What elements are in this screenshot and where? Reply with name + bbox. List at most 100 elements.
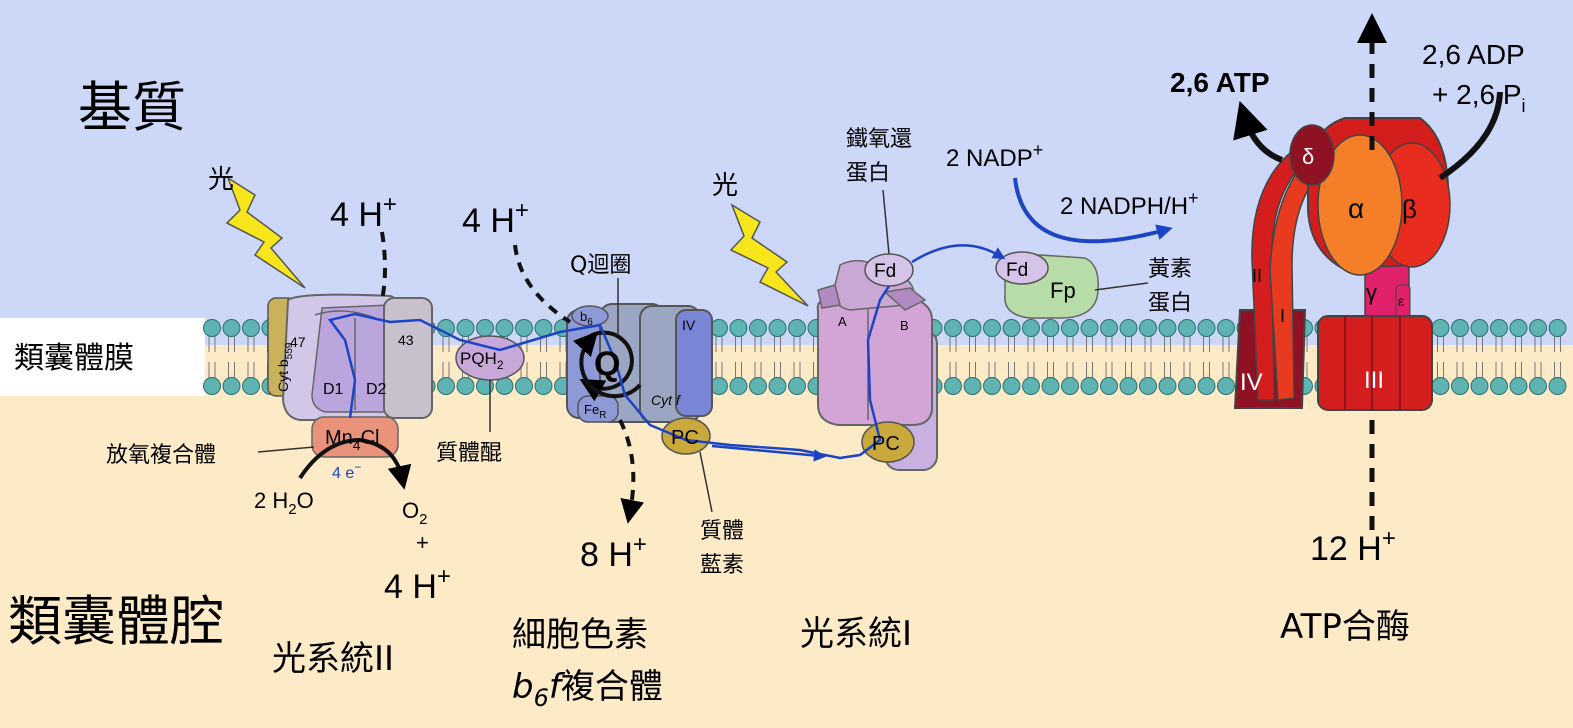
light-label-psi: 光 <box>712 171 738 201</box>
water-label: 2 H2O <box>254 488 314 518</box>
pi-label: + 2,6 Pi <box>1432 79 1526 116</box>
psi-a-label: A <box>838 314 847 329</box>
lipid-head <box>944 319 962 337</box>
lipid-head <box>1158 319 1177 337</box>
lipid-head <box>963 377 982 395</box>
gamma-label: γ <box>1366 280 1377 305</box>
electron-path <box>327 285 891 460</box>
lipid-head <box>1119 377 1138 395</box>
psii-name: 光系統II <box>272 639 394 679</box>
lipid-head <box>944 377 962 395</box>
lipid-head <box>1100 377 1118 395</box>
lipid-head <box>1022 319 1040 337</box>
q-cycle-label: Q迴圈 <box>570 253 631 278</box>
plastocyanin-line1: 質體 <box>700 519 744 544</box>
electron-arrow-pc <box>711 444 827 462</box>
lipid-head <box>1061 319 1079 337</box>
lipid-head <box>1431 319 1450 337</box>
lipid-head <box>456 319 475 337</box>
b6f-h-out-arrow <box>618 419 645 524</box>
psi-complex <box>816 290 933 426</box>
oec-label: 放氧複合體 <box>106 443 216 468</box>
b6f-h-out-label: 8 H+ <box>580 531 647 574</box>
plastocyanin-1 <box>661 417 711 455</box>
lipid-head <box>1178 319 1196 337</box>
lipid-head <box>1041 377 1060 395</box>
lipid-head <box>983 319 1001 337</box>
atp-iv-label: IV <box>1240 369 1263 396</box>
c-ring-iii <box>1317 315 1433 411</box>
delta-subunit <box>1289 124 1335 186</box>
water-splitting-arrow <box>298 437 412 490</box>
lipid-head <box>983 377 1001 395</box>
plastocyanin-2 <box>861 421 915 463</box>
b6f-name-line1: 細胞色素 <box>512 615 648 655</box>
lipid-head <box>1041 319 1060 337</box>
lipid-head <box>1139 319 1157 337</box>
fe-s-label: FeR <box>584 402 606 421</box>
light-bolt-psii <box>225 176 306 289</box>
photosystem-ii <box>267 293 433 458</box>
lipid-head <box>1490 319 1508 337</box>
q-label: Q <box>594 345 620 383</box>
psii-h-out-label: 4 H+ <box>384 563 451 606</box>
electron-arrow-fd <box>911 244 1006 264</box>
lipid-head <box>437 377 455 395</box>
b6-label: b6 <box>580 309 593 328</box>
atp-i-label: I <box>1280 306 1285 326</box>
lipid-head <box>222 319 241 337</box>
ferredoxin-line1: 鐵氧還 <box>846 127 912 152</box>
lipid-head <box>1451 377 1469 395</box>
lipid-head <box>710 377 728 395</box>
lipid-head <box>203 377 221 395</box>
lipid-head <box>1022 377 1040 395</box>
lipid-head <box>1548 377 1567 395</box>
lipid-head <box>768 319 787 337</box>
lipid-head <box>1061 377 1079 395</box>
atp-release-arrow <box>1233 100 1284 163</box>
flavoprotein-line2: 蛋白 <box>1148 291 1192 316</box>
lipid-head <box>1139 377 1157 395</box>
o2-plus: + <box>416 530 429 555</box>
lipid-head <box>1100 319 1118 337</box>
lipid-head <box>1197 377 1216 395</box>
lipid-head <box>1451 319 1469 337</box>
psii-h-in-arrow <box>380 231 387 301</box>
lipid-head <box>495 319 514 337</box>
lipid-head <box>515 377 533 395</box>
lumen-label: 類囊體腔 <box>8 590 224 653</box>
b6f-name-line2: b6f複合體 <box>512 667 663 712</box>
psii-47-label: 47 <box>290 334 306 350</box>
alpha-label: α <box>1348 193 1364 224</box>
lipid-head <box>1002 319 1021 337</box>
lipid-head <box>476 319 494 337</box>
lipid-head <box>1529 377 1547 395</box>
lipid-head <box>1002 377 1021 395</box>
nadp-label: 2 NADP+ <box>946 140 1043 172</box>
nadp-reduction-arrow <box>1013 177 1173 244</box>
cyt-b559-label: Cyt b559 <box>275 342 295 392</box>
fnr-fd-label: Fd <box>1006 260 1028 281</box>
q-cycle-arrow-2 <box>573 331 642 399</box>
lipid-head <box>1217 319 1235 337</box>
ferredoxin-line2: 蛋白 <box>846 161 890 186</box>
lumen-region <box>0 345 1573 723</box>
atp-synthase <box>1233 117 1451 411</box>
plastoquinone-label: 質體醌 <box>436 441 502 466</box>
mn-cluster-label: Mn4Cl <box>325 427 379 453</box>
alpha-subunit <box>1317 134 1403 276</box>
atp-iii-label: III <box>1364 367 1384 394</box>
lipid-head <box>1080 377 1099 395</box>
fp-label: Fp <box>1050 278 1076 303</box>
adp-label: 2,6 ADP <box>1422 39 1525 70</box>
epsilon-label: ε <box>1398 293 1404 309</box>
lipid-head <box>1197 319 1216 337</box>
membrane-label-box <box>0 318 205 396</box>
atp-label: 2,6 ATP <box>1170 67 1270 98</box>
fnr-fd <box>995 251 1049 285</box>
b6f-h-in-label: 4 H+ <box>462 197 529 240</box>
psii-d1-label: D1 <box>323 381 344 398</box>
cytochrome-b6f <box>566 278 713 423</box>
lipid-head <box>1509 377 1528 395</box>
